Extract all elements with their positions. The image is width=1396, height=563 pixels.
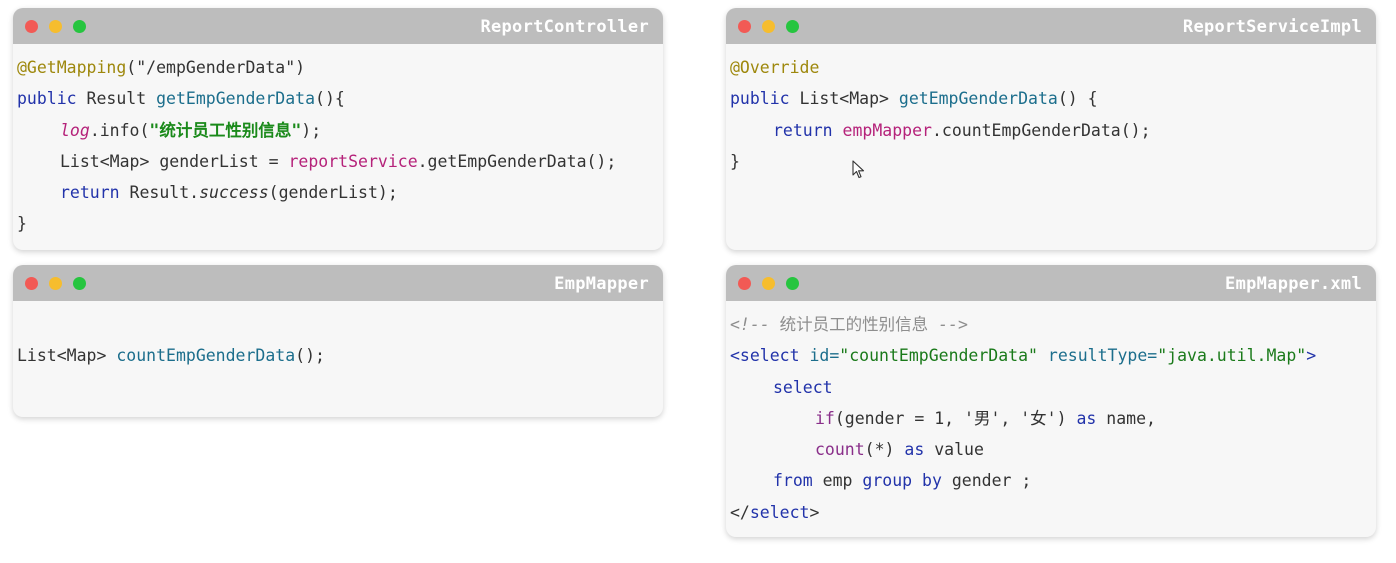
code-line: return Result.success(genderList);	[60, 183, 398, 203]
panel-title: EmpMapper.xml	[1225, 274, 1362, 294]
code-line: @Override	[730, 58, 820, 77]
code-line: from emp group by gender ;	[773, 471, 1032, 491]
close-window-icon[interactable]	[25, 277, 38, 290]
emp-mapper-xml-panel: EmpMapper.xml <!-- 统计员工的性别信息 --> <select…	[726, 265, 1376, 537]
report-controller-panel: ReportController @GetMapping("/empGender…	[13, 8, 663, 250]
code-line: public Result getEmpGenderData(){	[17, 89, 345, 109]
maximize-window-icon[interactable]	[786, 277, 799, 290]
code-line: List<Map> genderList = reportService.get…	[60, 151, 617, 171]
maximize-window-icon[interactable]	[73, 277, 86, 290]
close-window-icon[interactable]	[738, 277, 751, 290]
window-titlebar: ReportController	[13, 8, 663, 44]
code-line: select	[773, 377, 833, 397]
maximize-window-icon[interactable]	[786, 20, 799, 33]
code-line: }	[17, 214, 27, 234]
close-window-icon[interactable]	[738, 20, 751, 33]
code-line: }	[730, 151, 740, 171]
code-line: log.info("统计员工性别信息");	[60, 120, 322, 140]
code-line: public List<Map> getEmpGenderData() {	[730, 89, 1098, 109]
code-block: List<Map> countEmpGenderData();	[13, 301, 663, 371]
code-line: </select>	[730, 502, 820, 522]
code-line: count(*) as value	[815, 440, 984, 460]
code-block: @GetMapping("/empGenderData") public Res…	[13, 44, 663, 240]
code-block: @Override public List<Map> getEmpGenderD…	[726, 44, 1376, 177]
report-service-impl-panel: ReportServiceImpl @Override public List<…	[726, 8, 1376, 250]
code-line: List<Map> countEmpGenderData();	[17, 346, 325, 365]
minimize-window-icon[interactable]	[762, 20, 775, 33]
minimize-window-icon[interactable]	[49, 20, 62, 33]
code-line: return empMapper.countEmpGenderData();	[773, 120, 1151, 140]
code-line: if(gender = 1, '男', '女') as name,	[815, 408, 1156, 428]
minimize-window-icon[interactable]	[49, 277, 62, 290]
window-titlebar: EmpMapper.xml	[726, 265, 1376, 301]
panel-title: ReportController	[480, 17, 649, 37]
window-titlebar: EmpMapper	[13, 265, 663, 301]
window-titlebar: ReportServiceImpl	[726, 8, 1376, 44]
emp-mapper-panel: EmpMapper List<Map> countEmpGenderData()…	[13, 265, 663, 417]
panel-title: EmpMapper	[554, 274, 649, 294]
close-window-icon[interactable]	[25, 20, 38, 33]
panel-title: ReportServiceImpl	[1182, 17, 1362, 37]
minimize-window-icon[interactable]	[762, 277, 775, 290]
code-line: <!-- 统计员工的性别信息 -->	[730, 315, 968, 334]
mouse-pointer-icon	[852, 160, 865, 179]
code-block: <!-- 统计员工的性别信息 --> <select id="countEmpG…	[726, 301, 1376, 528]
code-line: @GetMapping("/empGenderData")	[17, 58, 306, 77]
code-line: <select id="countEmpGenderData" resultTy…	[730, 346, 1317, 366]
maximize-window-icon[interactable]	[73, 20, 86, 33]
